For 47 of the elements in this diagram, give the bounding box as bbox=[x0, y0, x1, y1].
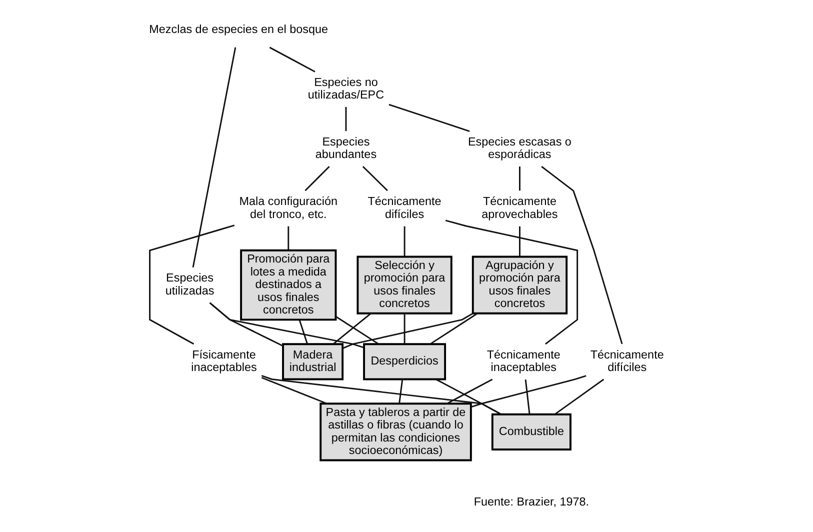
node-text: Técnicamente inaceptables bbox=[486, 348, 560, 374]
node-box: Desperdicios bbox=[363, 343, 446, 380]
node-box: Promoción para lotes a medida destinados a usos finales concretos bbox=[240, 249, 337, 321]
connector bbox=[345, 106, 347, 132]
connector bbox=[298, 320, 308, 344]
node-text: Técnicamente difíciles bbox=[368, 195, 442, 221]
node-text: Físicamente inaceptables bbox=[191, 348, 257, 374]
connector bbox=[445, 220, 578, 345]
connector bbox=[519, 166, 520, 191]
node-text: Especies abundantes bbox=[315, 136, 377, 162]
label: Fuente: Brazier, 1978. bbox=[474, 495, 590, 508]
node-text: Mezclas de especies en el bosque bbox=[149, 22, 328, 36]
node-text: Especies utilizadas bbox=[165, 272, 214, 298]
connector bbox=[404, 313, 406, 344]
connector bbox=[541, 166, 623, 344]
connector bbox=[470, 375, 586, 408]
connector bbox=[304, 166, 330, 192]
connector bbox=[149, 224, 235, 345]
connector bbox=[336, 316, 379, 345]
connector bbox=[430, 312, 478, 345]
connector bbox=[261, 376, 328, 404]
node-box: Selección y promoción para usos finales concretos bbox=[356, 256, 452, 314]
connector bbox=[524, 379, 530, 414]
node-box: Agrupación y promoción para usos finales concretos bbox=[472, 256, 568, 314]
connector bbox=[436, 378, 502, 415]
node-text: Especies no utilizadas/EPC bbox=[308, 76, 384, 102]
connector bbox=[342, 312, 474, 349]
node-box: Combustible bbox=[491, 413, 572, 450]
connector bbox=[288, 226, 290, 250]
connector bbox=[388, 104, 470, 132]
node-box: Pasta y tableros a partir de astillas o fibras (cuando lo permitan las condiciones socioeconómicas) bbox=[320, 402, 472, 462]
node-box: Madera industrial bbox=[282, 343, 344, 380]
node-text: Mala configuración del tronco, etc. bbox=[239, 195, 338, 221]
connector bbox=[209, 302, 364, 348]
connector bbox=[332, 312, 372, 344]
connector bbox=[269, 46, 316, 72]
connector bbox=[404, 226, 406, 257]
node-text: Técnicamente aprovechables bbox=[482, 195, 558, 221]
connector bbox=[446, 378, 493, 404]
connector bbox=[554, 378, 604, 415]
connector bbox=[192, 47, 236, 268]
node-text: Técnicamente difíciles bbox=[590, 348, 664, 374]
connector bbox=[519, 226, 520, 257]
connector bbox=[261, 375, 502, 415]
node-text: Especies escasas o esporádicas bbox=[468, 136, 572, 162]
connector bbox=[398, 379, 404, 404]
connector bbox=[362, 166, 388, 192]
